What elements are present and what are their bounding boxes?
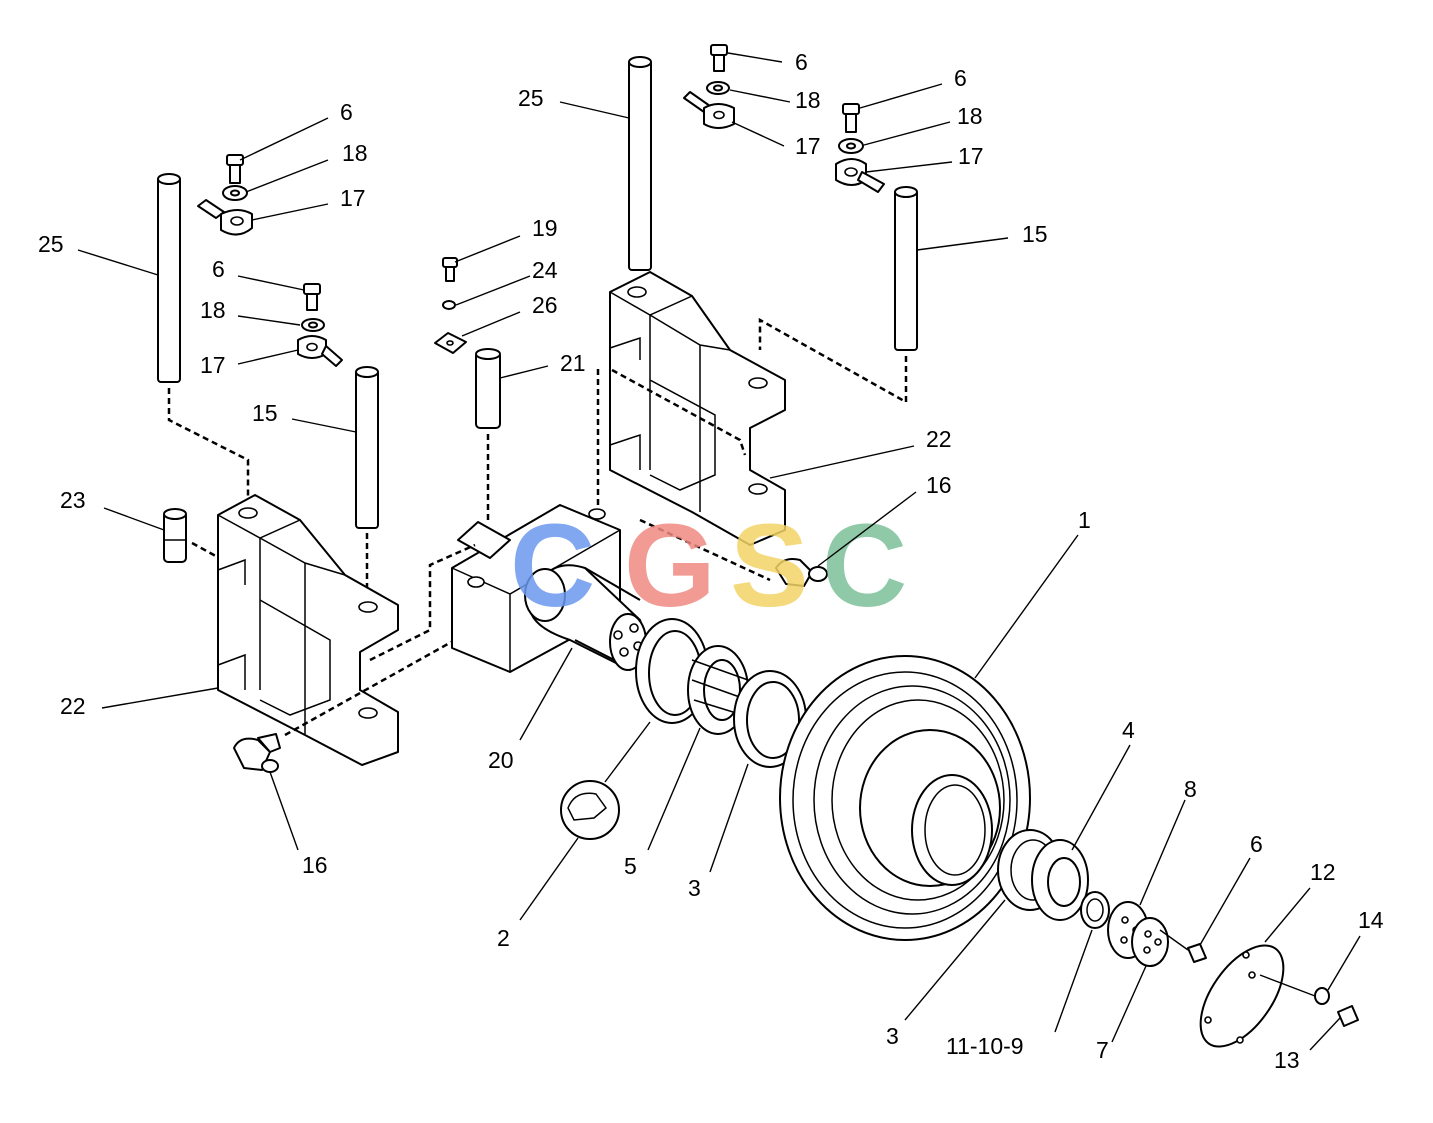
callout-6-left: 6 <box>340 99 353 125</box>
callout-19: 19 <box>532 215 558 241</box>
callout-20: 20 <box>488 747 514 773</box>
right-bolt-6 <box>842 103 860 133</box>
callout-6-cover: 6 <box>1250 831 1263 857</box>
seal-detail-2 <box>560 721 651 840</box>
left-fastener-bolt-6 <box>226 154 244 184</box>
callout-11-10-9: 11-10-9 <box>946 1033 1024 1059</box>
callout-17-right: 17 <box>958 143 984 169</box>
callout-7: 7 <box>1096 1037 1109 1063</box>
cgsc-watermark: C G S C <box>510 500 907 632</box>
top-bolt-6 <box>710 44 728 72</box>
mid-eye-bolt-17 <box>297 335 343 367</box>
callout-6-right: 6 <box>954 65 967 91</box>
retainer-plate-7 <box>1131 917 1169 967</box>
bearing-cone-4 <box>1031 839 1089 921</box>
center-plate-26 <box>434 332 467 354</box>
callout-24: 24 <box>532 257 558 283</box>
callout-18-top: 18 <box>795 87 821 113</box>
callout-16-right: 16 <box>926 472 952 498</box>
callout-15-left: 15 <box>252 400 278 426</box>
wm-letter-c1: C <box>510 500 595 632</box>
top-washer-18 <box>706 81 730 95</box>
callout-4: 4 <box>1122 717 1135 743</box>
wm-letter-g: G <box>624 500 716 632</box>
callout-21: 21 <box>560 350 586 376</box>
callout-5: 5 <box>624 853 637 879</box>
seal-11-10-9 <box>1080 891 1110 929</box>
callout-23: 23 <box>60 487 86 513</box>
left-bushing-23 <box>163 508 233 567</box>
mid-fastener-bolt-6 <box>303 283 321 311</box>
left-eye-bolt-17 <box>197 199 253 236</box>
callout-12: 12 <box>1310 859 1336 885</box>
left-grease-fitting-16 <box>233 638 456 773</box>
wm-letter-s: S <box>730 500 809 632</box>
callout-22-right: 22 <box>926 426 952 452</box>
callout-25-right: 25 <box>518 85 544 111</box>
callout-17-top: 17 <box>795 133 821 159</box>
center-pin-21 <box>475 348 501 520</box>
right-grease-fitting-16 <box>639 518 828 587</box>
callout-2: 2 <box>497 925 510 951</box>
left-washer-18 <box>222 185 248 201</box>
mid-washer-18 <box>301 318 325 332</box>
callout-1: 1 <box>1078 507 1091 533</box>
bearing-ring-3 <box>733 670 807 768</box>
callout-26: 26 <box>532 292 558 318</box>
center-washer-24 <box>442 300 456 310</box>
cover-bolt-6 <box>1159 929 1207 963</box>
left-bracket-22 <box>217 494 399 766</box>
cover-washer-14 <box>1259 974 1330 1005</box>
callout-25-left: 25 <box>38 231 64 257</box>
top-eye-bolt-17 <box>683 91 735 129</box>
callout-6-top: 6 <box>795 49 808 75</box>
callout-6-mid: 6 <box>212 256 225 282</box>
wm-letter-c2: C <box>822 500 907 632</box>
callout-17-left: 17 <box>340 185 366 211</box>
callout-14: 14 <box>1358 907 1384 933</box>
callout-16-left: 16 <box>302 852 328 878</box>
callout-18-right: 18 <box>957 103 983 129</box>
right-washer-18 <box>838 138 864 154</box>
center-bolt-19 <box>442 257 458 282</box>
left-guide-rod-25 <box>157 173 250 510</box>
callout-18-mid: 18 <box>200 297 226 323</box>
right-guide-rod-15 <box>758 186 918 405</box>
leader-lines <box>77 52 1361 1051</box>
callout-3-left: 3 <box>688 875 701 901</box>
callout-18-left: 18 <box>342 140 368 166</box>
callout-8: 8 <box>1184 776 1197 802</box>
callout-labels: 25 6 18 17 6 18 17 15 23 22 16 19 24 26 … <box>38 49 1384 1073</box>
callout-15-right: 15 <box>1022 221 1048 247</box>
cover-bolt-13 <box>1337 1005 1359 1027</box>
callout-17-mid: 17 <box>200 352 226 378</box>
callout-13: 13 <box>1274 1047 1300 1073</box>
right-bracket-22 <box>609 271 786 546</box>
left-guide-rod-15 <box>355 366 379 605</box>
callout-3-right: 3 <box>886 1023 899 1049</box>
shaft-20 <box>524 564 647 671</box>
right-eye-bolt-17 <box>835 158 885 193</box>
callout-22-left: 22 <box>60 693 86 719</box>
cover-plate-12 <box>1199 944 1285 1048</box>
right-guide-rod-25 <box>628 56 652 271</box>
idler-wheel-1 <box>779 655 1031 941</box>
